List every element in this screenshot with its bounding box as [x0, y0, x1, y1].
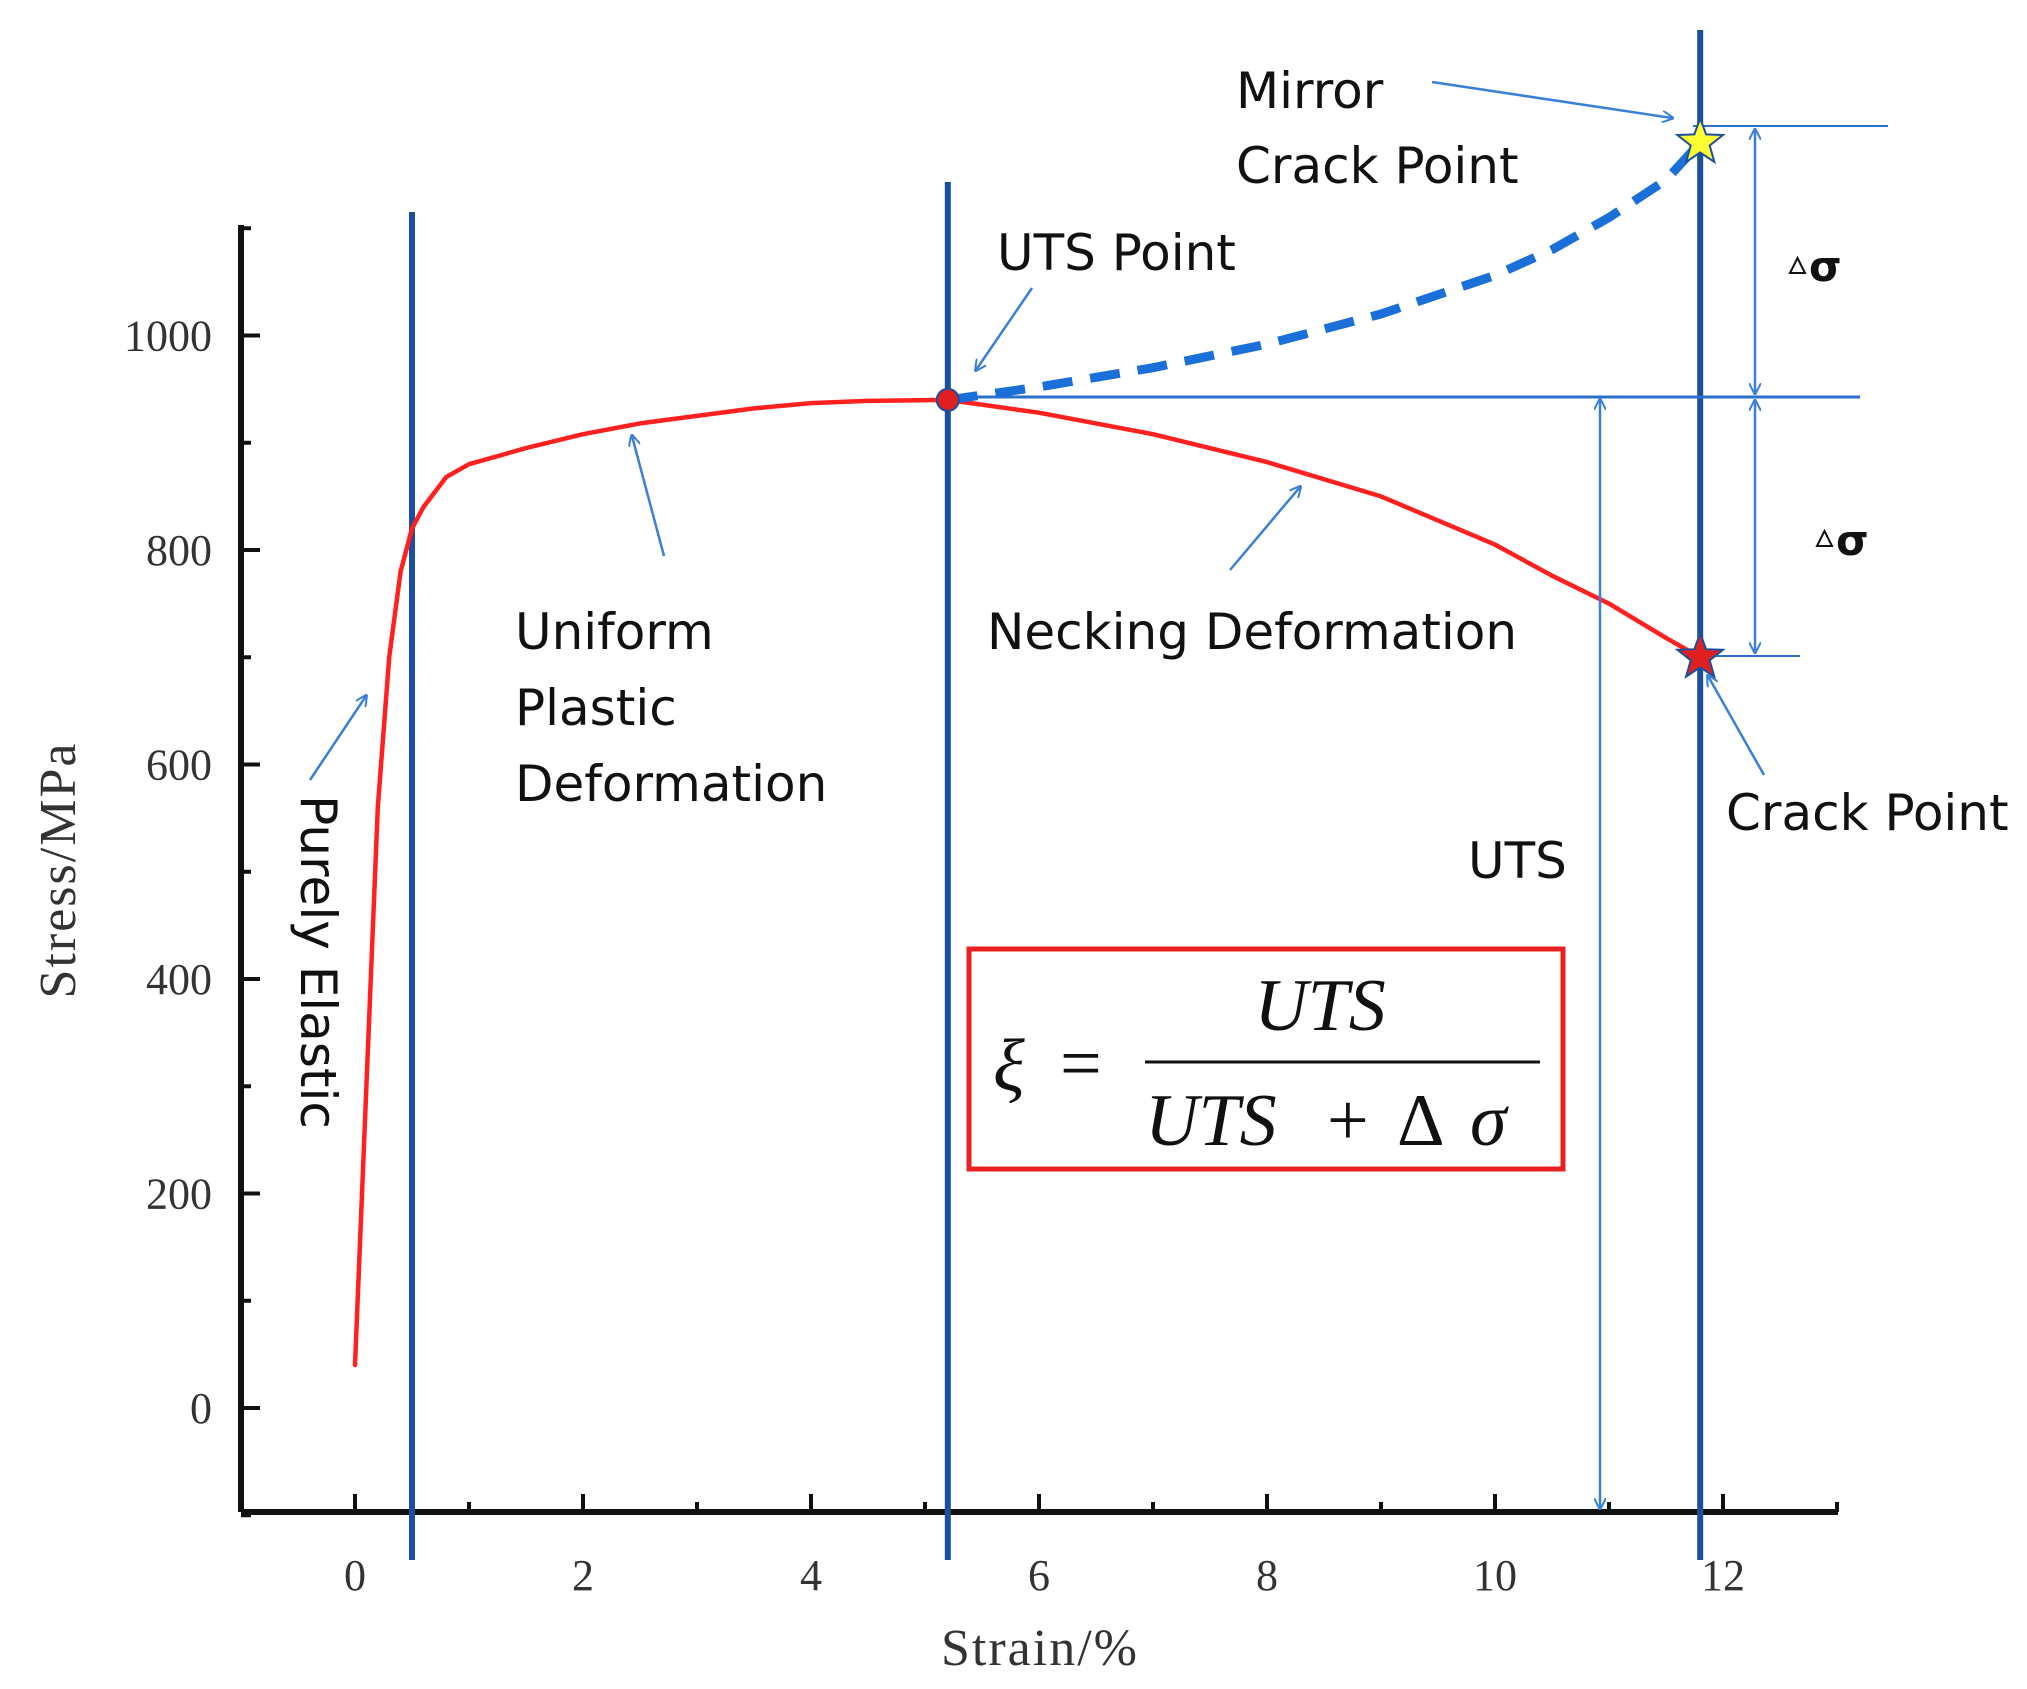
formula-border [966, 946, 1566, 1172]
uts-point-label: UTS Point [997, 224, 1236, 282]
dimension-arrows [1600, 130, 1755, 1508]
mirror-dashed-curve [947, 139, 1704, 405]
point-markers [935, 115, 1726, 680]
formula-delta: Δ [1397, 1080, 1445, 1162]
necking-pointer-arrow [1229, 487, 1300, 571]
x-tick-label: 8 [1256, 1551, 1278, 1600]
series-group [352, 139, 1704, 1368]
y-tick-label: 400 [146, 955, 212, 1004]
delta-sigma-bottom: σ [1815, 516, 1869, 565]
necking-label: Necking Deformation [987, 603, 1517, 661]
mirror-crack-star-icon [1674, 115, 1726, 165]
crack-point-label: Crack Point [1726, 784, 2009, 842]
x-tick-label: 10 [1473, 1551, 1517, 1600]
stress-strain-curve [352, 397, 1703, 1368]
crack-pointer-arrow [1708, 676, 1766, 776]
crack-point-star-icon [1674, 630, 1726, 680]
y-tick-label: 800 [146, 526, 212, 575]
reference-lines [945, 125, 1888, 657]
formula-plus: + [1327, 1080, 1369, 1162]
purely-elastic-label: Purely Elastic [289, 795, 347, 1129]
formula-equals: = [1060, 1023, 1102, 1105]
y-tick-label: 1000 [124, 312, 212, 361]
formula-box: ξ = UTS UTS + Δ σ [966, 946, 1566, 1172]
uniform-label-line3: Deformation [515, 755, 827, 813]
y-ticks: 0 200 400 600 800 1000 [124, 226, 260, 1518]
uniform-label-line1: Uniform [515, 603, 714, 661]
x-axis-title: Strain/% [941, 1620, 1139, 1677]
delta-sigma-bottom-label: σ [1836, 516, 1869, 565]
y-tick-label: 600 [146, 741, 212, 790]
triangle-icon [1788, 255, 1807, 274]
formula-numerator: UTS [1254, 965, 1386, 1047]
uniform-pointer-arrow [632, 436, 666, 557]
uts-point-marker [935, 387, 960, 412]
formula-xi: ξ [993, 1025, 1025, 1107]
axes: 0 2 4 6 8 10 12 0 200 400 600 800 1000 [124, 225, 1839, 1600]
formula-sigma: σ [1470, 1080, 1509, 1162]
delta-sigma-top: σ [1788, 242, 1842, 291]
mirror-label-line1: Mirror [1236, 62, 1384, 120]
elastic-pointer-arrow [308, 696, 366, 781]
y-tick-label: 0 [190, 1384, 212, 1433]
x-ticks: 0 2 4 6 8 10 12 [239, 1494, 1839, 1600]
uts-point-pointer-arrow [976, 287, 1034, 370]
x-tick-label: 2 [572, 1551, 594, 1600]
y-tick-label: 200 [146, 1170, 212, 1219]
x-tick-label: 6 [1028, 1551, 1050, 1600]
triangle-icon [1815, 528, 1834, 547]
mirror-pointer-arrow [1431, 80, 1672, 118]
y-axis-title: Stress/MPa [30, 742, 87, 999]
uts-label: UTS [1468, 832, 1567, 890]
x-tick-label: 12 [1701, 1551, 1745, 1600]
formula-denominator-uts: UTS [1145, 1080, 1277, 1162]
delta-sigma-top-label: σ [1809, 242, 1842, 291]
pointer-arrows [308, 80, 1766, 781]
x-tick-label: 0 [344, 1551, 366, 1600]
x-tick-label: 4 [800, 1551, 822, 1600]
mirror-label-line2: Crack Point [1236, 137, 1519, 195]
uniform-label-line2: Plastic [515, 679, 677, 737]
annotations: Purely Elastic Uniform Plastic Deformati… [289, 62, 2009, 1129]
